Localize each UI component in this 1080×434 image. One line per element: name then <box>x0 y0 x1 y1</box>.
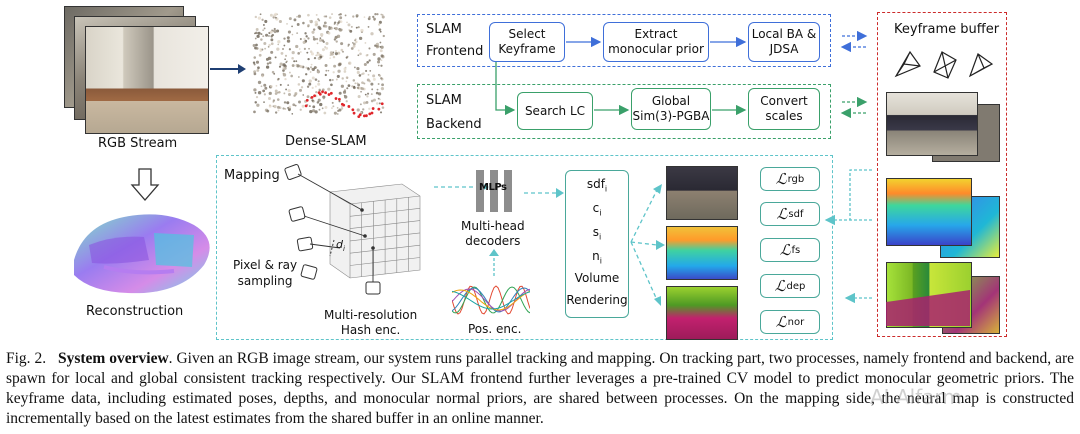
render-item: sdfi <box>586 177 608 194</box>
mlp-to-render-arrow <box>524 188 564 198</box>
pixel-ray-label: Pixel & ray sampling <box>233 258 298 288</box>
convert-scales-box: Convert scales <box>748 88 820 130</box>
global-pgba-box: Global Sim(3)-PGBA <box>631 88 711 130</box>
keyframe-buffer-panel <box>877 12 1007 337</box>
reconstruction-label: Reconstruction <box>86 304 184 319</box>
caption-bold: System overview <box>57 350 169 367</box>
render-item: ni <box>592 249 602 266</box>
rendered-normal-image <box>666 286 738 340</box>
rendered-rgb-image <box>666 166 738 220</box>
mlp-block-icon <box>476 170 512 212</box>
keyframe-rgb-front <box>886 92 978 156</box>
positional-encoding-waves <box>452 285 530 315</box>
render-item: ci <box>592 201 602 218</box>
mlp-label: MLPs <box>479 182 507 193</box>
render-item: si <box>592 225 602 242</box>
figure-caption: Fig. 2. System overview. Given an RGB im… <box>6 349 1074 429</box>
slam-frontend-panel <box>417 14 831 67</box>
volume-rendering-box: sdfi ci si ni Volume Rendering <box>565 170 629 318</box>
buffer-to-mapping-arrows <box>824 169 872 304</box>
rgb-stream-label: RGB Stream <box>98 136 178 151</box>
keyframe-buffer-title: Keyframe buffer <box>894 22 1000 37</box>
render-output-arrows <box>630 184 665 306</box>
slam-backend-panel <box>417 84 831 139</box>
dense-slam-label: Dense-SLAM <box>285 134 367 149</box>
rgb-to-slam-arrow <box>210 64 246 74</box>
rendered-depth-image <box>666 226 738 280</box>
select-keyframe-box: Select Keyframe <box>489 22 565 62</box>
backend-title: SLAM Backend <box>426 93 482 132</box>
reconstruction-image <box>74 214 210 294</box>
posenc-up-arrow <box>489 249 499 276</box>
render-item: Volume <box>574 271 620 285</box>
watermark: AI Alfarm <box>870 385 962 409</box>
keyframe-depth-front <box>886 178 972 246</box>
decoders-label: Multi-head decoders <box>461 219 525 248</box>
down-arrow-icon <box>130 168 160 201</box>
distance-label: di <box>336 238 345 254</box>
pos-enc-label: Pos. enc. <box>468 322 522 336</box>
mapping-title: Mapping <box>224 168 280 183</box>
local-ba-box: Local BA & JDSA <box>748 22 820 62</box>
hash-grid-cube <box>284 164 421 295</box>
normal-overlay <box>886 290 970 326</box>
camera-frustum-icons <box>894 50 994 79</box>
caption-text: . Given an RGB image stream, our system … <box>6 350 1074 427</box>
dense-slam-pointcloud <box>252 12 385 119</box>
caption-prefix: Fig. 2. <box>6 350 47 367</box>
search-lc-box: Search LC <box>517 92 593 130</box>
mapping-panel <box>216 155 833 340</box>
render-item: Rendering <box>566 293 628 307</box>
extract-prior-box: Extract monocular prior <box>603 22 709 62</box>
hash-enc-label: Multi-resolution Hash enc. <box>324 308 418 337</box>
tracking-connectors <box>495 30 868 119</box>
rgb-frame-front <box>85 26 209 134</box>
frontend-title: SLAM Frontend <box>426 22 484 59</box>
